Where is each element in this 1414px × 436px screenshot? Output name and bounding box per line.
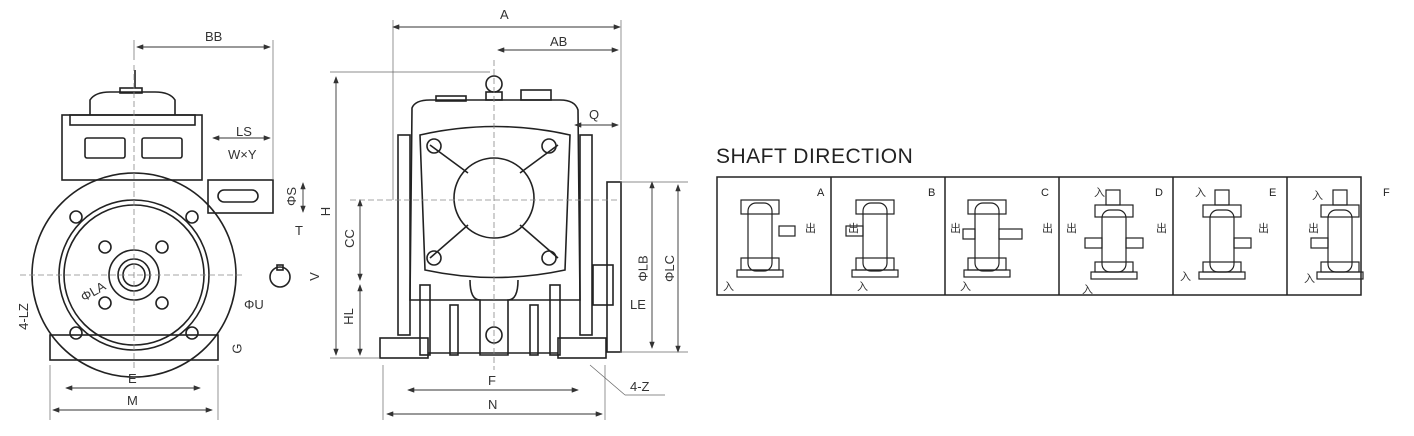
panel-e-letter: E [1269,187,1277,199]
dim-le: LE [630,297,646,312]
dim-bb: BB [205,29,223,44]
dim-t: T [295,223,303,238]
dim-e: E [128,371,137,386]
dim-4-z: 4-Z [630,379,650,394]
panel-d-letter: D [1155,187,1163,199]
dim-ls: LS [236,124,252,139]
output-icon: 出 [1258,223,1269,235]
output-icon: 出 [1308,223,1319,235]
input-icon: 入 [1180,271,1191,283]
dim-f: F [488,373,496,388]
output-icon: 出 [805,223,816,235]
panel-a-letter: A [817,187,825,199]
output-icon: 出 [1066,223,1077,235]
dim-m: M [127,393,138,408]
input-icon: 入 [1312,190,1323,202]
panel-c-letter: C [1041,187,1049,199]
dim-wxy: W×Y [228,147,257,162]
input-icon: 入 [1082,284,1093,296]
output-icon: 出 [950,223,961,235]
input-icon: 入 [1195,187,1206,199]
dim-phi-u: ΦU [244,297,264,312]
panel-f-letter: F [1383,187,1390,199]
shaft-direction-title: SHAFT DIRECTION [716,145,914,168]
dim-ab: AB [550,34,568,49]
input-icon: 入 [1304,273,1315,285]
dim-q: Q [589,107,600,122]
dim-a: A [500,7,509,22]
input-icon: 入 [960,281,971,293]
output-icon: 出 [1042,223,1053,235]
output-icon: 出 [848,223,859,235]
front-view [379,75,622,359]
input-icon: 入 [857,281,868,293]
output-icon: 出 [1156,223,1167,235]
input-icon: 入 [1094,187,1105,199]
dim-n: N [488,397,498,412]
panel-b-letter: B [928,187,936,199]
input-icon: 入 [723,281,734,293]
